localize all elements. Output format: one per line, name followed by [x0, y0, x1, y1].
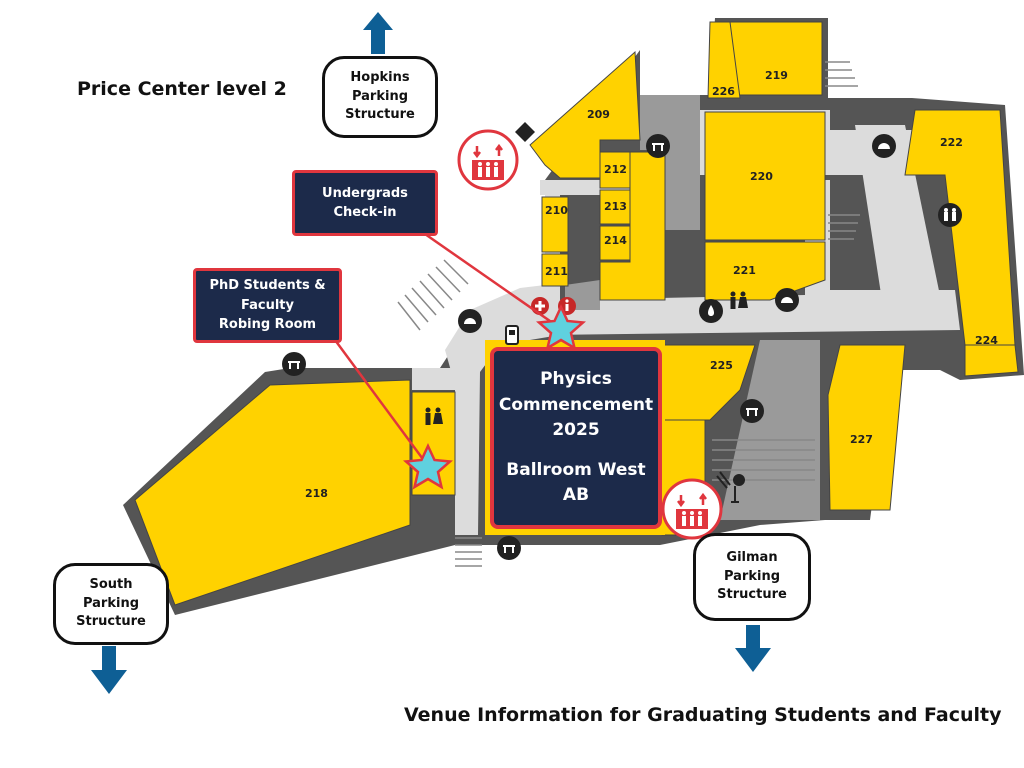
arrow-up-icon [363, 12, 393, 54]
restroom-icon [425, 407, 443, 425]
water-fountain-icon [699, 299, 723, 323]
food-service-icon [872, 134, 896, 158]
room-label-224: 224 [975, 334, 998, 347]
event-name: Physics Commencement 2025 [498, 369, 654, 441]
room-label-220: 220 [750, 170, 773, 183]
dining-icon [282, 352, 306, 376]
room-label-219: 219 [765, 69, 788, 82]
door-icon [515, 122, 535, 142]
room-224 [964, 344, 1019, 377]
south-parking-label: South Parking Structure [53, 563, 169, 645]
room-214 [599, 225, 631, 261]
room-label-213: 213 [604, 200, 627, 213]
room-211 [541, 253, 569, 287]
room-label-225: 225 [710, 359, 733, 372]
dining-icon [740, 399, 764, 423]
arrow-icon [91, 12, 771, 694]
elevator-icon [457, 129, 519, 191]
room-label-212: 212 [604, 163, 627, 176]
room-219 [729, 21, 823, 96]
ballroom-name: Ballroom West AB [506, 459, 646, 506]
room-label-214: 214 [604, 234, 627, 247]
restroom-icons [425, 203, 962, 425]
phd-robing-room-callout: PhD Students & Faculty Robing Room [193, 268, 342, 343]
gray-areas [565, 95, 820, 520]
room-226 [707, 21, 741, 99]
room-label-210: 210 [545, 204, 568, 217]
elevator-icon [661, 478, 723, 540]
room-210 [541, 196, 569, 253]
stairs [397, 61, 860, 567]
star-marker-icon [535, 304, 587, 351]
dining-icons [282, 134, 764, 560]
food-service-icon [775, 288, 799, 312]
room-label-226: 226 [712, 85, 735, 98]
dining-icon [497, 536, 521, 560]
room-label-227: 227 [850, 433, 873, 446]
room-label-218: 218 [305, 487, 328, 500]
venue-info-caption: Venue Information for Graduating Student… [404, 704, 1002, 726]
room-227 [827, 344, 906, 511]
room-213 [599, 189, 631, 225]
star-marker-icon [402, 443, 454, 490]
room-221 [704, 241, 826, 301]
room-label-221: 221 [733, 264, 756, 277]
arrow-down-icon [735, 625, 771, 672]
room-220 [704, 111, 826, 241]
map-title: Price Center level 2 [77, 78, 287, 100]
callout-leader-lines [333, 232, 561, 467]
dining-icon [646, 134, 670, 158]
food-service-icons [458, 134, 896, 333]
gilman-parking-label: Gilman Parking Structure [693, 533, 811, 621]
first-aid-icon [531, 297, 549, 315]
undergrads-checkin-callout: Undergrads Check-in [292, 170, 438, 236]
restroom-icon [730, 291, 748, 309]
room-218 [134, 379, 411, 606]
hopkins-parking-label: Hopkins Parking Structure [322, 56, 438, 138]
restroom-icon [938, 203, 962, 227]
food-service-icon [458, 309, 482, 333]
room-label-222: 222 [940, 136, 963, 149]
room-label-209: 209 [587, 108, 610, 121]
arrow-down-icon [91, 646, 127, 694]
room-212 [599, 151, 631, 189]
statue-icon [716, 471, 745, 503]
room-label-211: 211 [545, 265, 568, 278]
atm-icon [505, 325, 519, 345]
venue-box: Physics Commencement 2025 Ballroom West … [490, 347, 662, 529]
